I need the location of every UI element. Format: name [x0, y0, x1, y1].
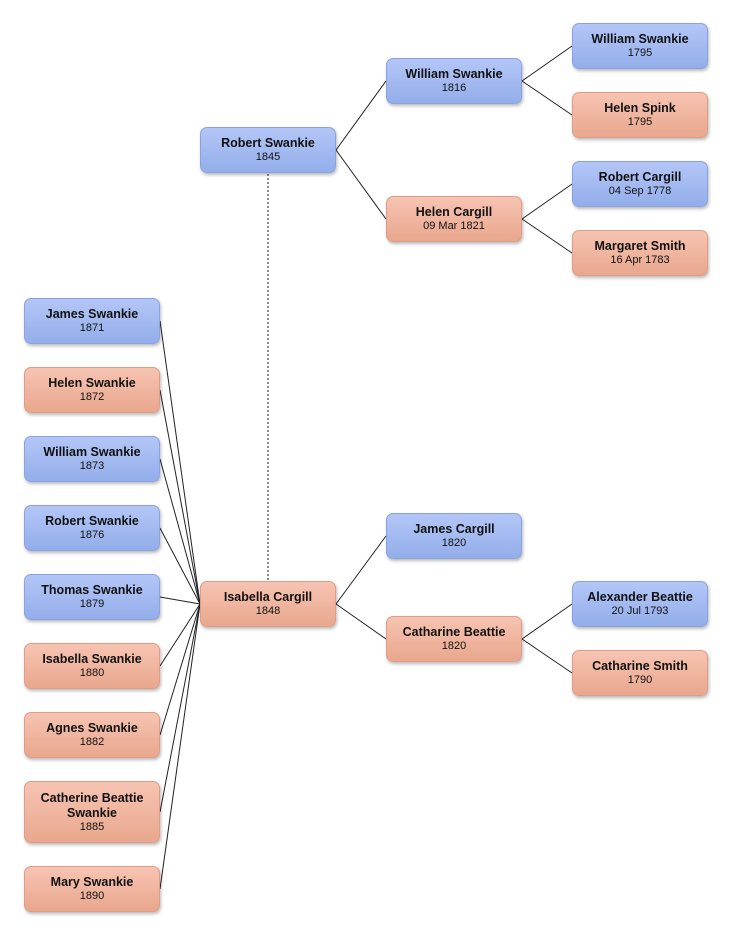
- person-isabella-cargill[interactable]: Isabella Cargill 1848: [200, 581, 336, 627]
- person-name: Helen Cargill: [415, 205, 493, 219]
- child-link-line: [159, 603, 201, 890]
- child-card[interactable]: Helen Swankie 1872: [24, 367, 160, 413]
- person-name: William Swankie: [405, 67, 503, 81]
- person-robert-cargill[interactable]: Robert Cargill 04 Sep 1778: [572, 161, 708, 207]
- child-card[interactable]: Isabella Swankie 1880: [24, 643, 160, 689]
- person-name: Isabella Cargill: [223, 590, 313, 604]
- parent-link-line: [335, 80, 387, 151]
- person-name: Robert Cargill: [598, 170, 682, 184]
- person-name: Catharine Smith: [592, 659, 688, 673]
- person-name: Thomas Swankie: [41, 583, 143, 597]
- person-date: 1876: [79, 529, 105, 541]
- person-date: 1882: [79, 736, 105, 748]
- child-card[interactable]: Thomas Swankie 1879: [24, 574, 160, 620]
- person-helen-spink[interactable]: Helen Spink 1795: [572, 92, 708, 138]
- parent-link-line: [335, 603, 387, 640]
- person-date: 1820: [441, 537, 467, 549]
- person-robert-swankie[interactable]: Robert Swankie 1845: [200, 127, 336, 173]
- person-date: 20 Jul 1793: [611, 605, 669, 617]
- person-date: 1879: [79, 598, 105, 610]
- child-link-line: [159, 389, 201, 605]
- child-link-line: [159, 596, 201, 605]
- person-date: 1816: [441, 82, 467, 94]
- person-date: 1871: [79, 322, 105, 334]
- person-catharine-beattie[interactable]: Catharine Beattie 1820: [386, 616, 522, 662]
- person-date: 1845: [255, 151, 281, 163]
- child-link-line: [159, 458, 201, 605]
- person-name: Margaret Smith: [594, 239, 686, 253]
- person-date: 1885: [79, 820, 105, 833]
- person-date: 1872: [79, 391, 105, 403]
- person-name: Helen Spink: [604, 101, 676, 115]
- person-helen-cargill[interactable]: Helen Cargill 09 Mar 1821: [386, 196, 522, 242]
- person-name: Robert Swankie: [221, 136, 315, 150]
- parent-link-line: [521, 603, 573, 640]
- parent-link-line: [521, 80, 573, 116]
- person-name: Isabella Swankie: [42, 652, 142, 666]
- person-name: James Cargill: [413, 522, 495, 536]
- child-card[interactable]: Robert Swankie 1876: [24, 505, 160, 551]
- parent-link-line: [521, 638, 573, 674]
- person-james-cargill[interactable]: James Cargill 1820: [386, 513, 522, 559]
- person-date: 16 Apr 1783: [610, 254, 670, 266]
- person-date: 09 Mar 1821: [423, 220, 485, 232]
- person-date: 04 Sep 1778: [608, 185, 672, 197]
- person-date: 1873: [79, 460, 105, 472]
- person-name: William Swankie: [43, 445, 141, 459]
- person-margaret-smith[interactable]: Margaret Smith 16 Apr 1783: [572, 230, 708, 276]
- child-card[interactable]: William Swankie 1873: [24, 436, 160, 482]
- person-date: 1880: [79, 667, 105, 679]
- child-card[interactable]: James Swankie 1871: [24, 298, 160, 344]
- parent-link-line: [521, 218, 573, 254]
- parent-link-line: [521, 45, 573, 82]
- person-date: 1848: [255, 605, 281, 617]
- child-link-line: [159, 320, 201, 605]
- child-card[interactable]: Catherine Beattie Swankie 1885: [24, 781, 160, 843]
- person-name: William Swankie: [591, 32, 689, 46]
- person-name: Robert Swankie: [45, 514, 139, 528]
- person-william-swankie-1816[interactable]: William Swankie 1816: [386, 58, 522, 104]
- person-date: 1790: [627, 674, 653, 686]
- person-date: 1890: [79, 890, 105, 902]
- child-link-line: [159, 603, 201, 736]
- person-alexander-beattie[interactable]: Alexander Beattie 20 Jul 1793: [572, 581, 708, 627]
- person-name: Catharine Beattie: [402, 625, 506, 639]
- child-link-line: [159, 603, 201, 813]
- person-name: Catherine Beattie Swankie: [40, 790, 144, 820]
- child-card[interactable]: Agnes Swankie 1882: [24, 712, 160, 758]
- person-name: Agnes Swankie: [46, 721, 138, 735]
- child-link-line: [159, 603, 201, 667]
- person-catharine-smith[interactable]: Catharine Smith 1790: [572, 650, 708, 696]
- parent-link-line: [335, 149, 387, 220]
- person-name: Helen Swankie: [48, 376, 136, 390]
- child-link-line: [159, 527, 201, 605]
- person-name: Alexander Beattie: [587, 590, 693, 604]
- person-name: James Swankie: [45, 307, 139, 321]
- person-date: 1795: [627, 47, 653, 59]
- person-date: 1795: [627, 116, 653, 128]
- parent-link-line: [335, 535, 387, 605]
- person-name: Mary Swankie: [50, 875, 134, 889]
- parent-link-line: [521, 183, 573, 220]
- child-card[interactable]: Mary Swankie 1890: [24, 866, 160, 912]
- person-date: 1820: [441, 640, 467, 652]
- person-william-swankie-1795[interactable]: William Swankie 1795: [572, 23, 708, 69]
